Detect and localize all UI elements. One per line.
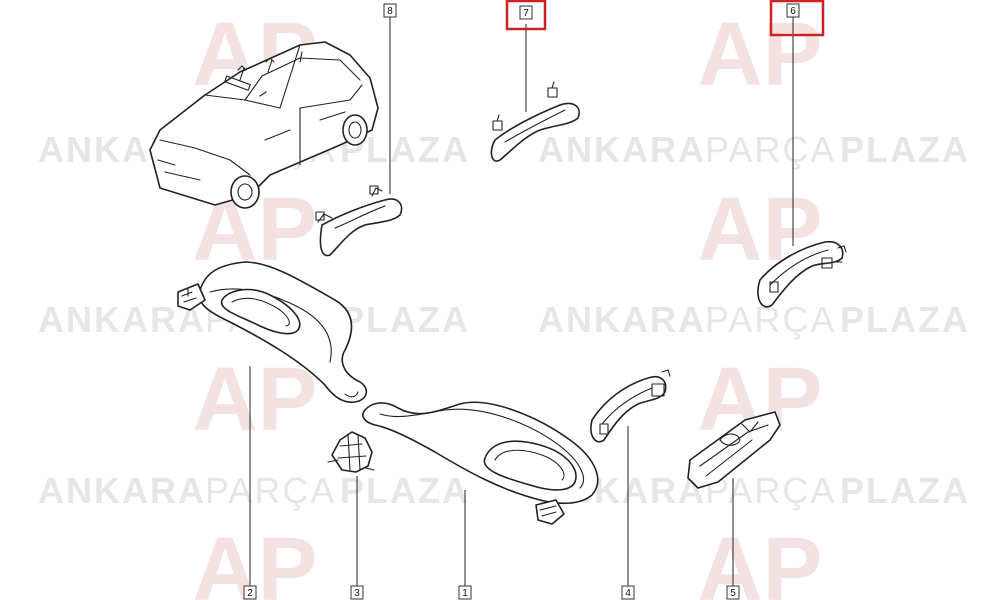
- watermark-word: PLAZA: [840, 470, 970, 511]
- part-6-grab-handle: [757, 240, 847, 308]
- callout-6[interactable]: 6: [769, 0, 825, 37]
- callouts: 8 7 6 2 3 1 4 5: [243, 0, 825, 600]
- callout-2[interactable]: 2: [243, 585, 257, 600]
- callout-1[interactable]: 1: [458, 585, 472, 600]
- watermark-word: PLAZA: [840, 129, 970, 170]
- watermark: AP AP AP AP AP AP AP AP ANKARA PARÇA PLA…: [38, 5, 970, 600]
- watermark-word: PLAZA: [340, 299, 470, 340]
- part-3-clip: [327, 431, 375, 473]
- watermark-logo-letters: AP: [697, 520, 822, 600]
- callout-label: 2: [247, 588, 253, 599]
- callout-7[interactable]: 7: [505, 0, 547, 31]
- callout-3[interactable]: 3: [350, 585, 364, 600]
- callout-label: 4: [625, 588, 631, 599]
- watermark-word: PLAZA: [340, 470, 470, 511]
- watermark-logo-letters: AP: [697, 5, 822, 105]
- watermark-word: PLAZA: [840, 299, 970, 340]
- watermark-logo: AP AP AP AP AP AP AP AP: [192, 5, 822, 600]
- part-8-grab-handle: [315, 185, 403, 257]
- watermark-word: ANKARA: [38, 470, 206, 511]
- callout-4[interactable]: 4: [621, 585, 635, 600]
- watermark-word: ANKARA: [538, 299, 706, 340]
- watermark-word: ANKARA: [38, 299, 206, 340]
- watermark-logo-letters: AP: [192, 350, 317, 450]
- callout-8[interactable]: 8: [383, 3, 397, 18]
- callout-highlight-6: [769, 0, 825, 37]
- part-4-grab-handle: [590, 369, 671, 443]
- callout-highlight-7: [505, 0, 547, 31]
- watermark-word: PARÇA: [705, 470, 836, 511]
- callout-label: 5: [730, 588, 736, 599]
- watermark-row: ANKARA PARÇA PLAZA ANKARA PARÇA PLAZA: [38, 470, 970, 511]
- part-1-sun-visor: [362, 401, 599, 525]
- leader-lines: [249, 17, 794, 587]
- part-2-sun-visor: [177, 261, 368, 403]
- callout-label: 7: [523, 8, 529, 19]
- watermark-word: PARÇA: [705, 129, 836, 170]
- part-5-cover-plate: [687, 411, 781, 489]
- callout-label: 3: [354, 588, 360, 599]
- callout-label: 1: [462, 588, 468, 599]
- callout-label: 8: [387, 6, 393, 17]
- callout-label: 6: [790, 6, 796, 17]
- watermark-word: ANKARA: [538, 129, 706, 170]
- callout-5[interactable]: 5: [726, 585, 740, 600]
- watermark-word: PARÇA: [205, 470, 336, 511]
- car-illustration: [149, 41, 379, 209]
- part-7-grab-handle: [490, 81, 580, 162]
